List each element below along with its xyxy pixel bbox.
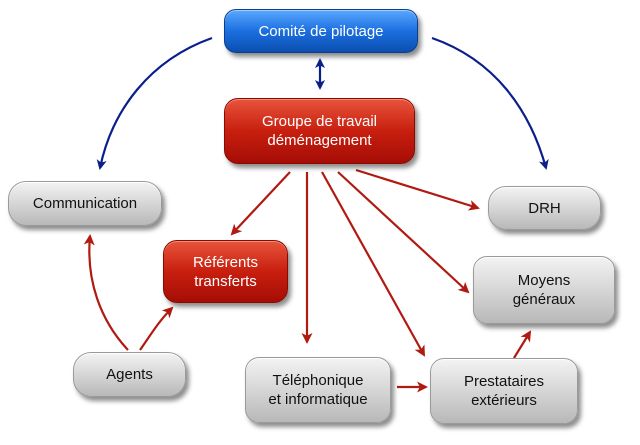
node-telephonique-informatique: Téléphonique et informatique <box>245 357 391 423</box>
node-prestataires-line2: extérieurs <box>471 392 537 409</box>
node-prestataires-line1: Prestataires <box>463 373 545 390</box>
node-referents-transferts: Référents transferts <box>163 240 288 303</box>
node-groupe-de-travail: Groupe de travail déménagement <box>224 98 415 164</box>
node-drh: DRH <box>488 186 601 230</box>
node-groupe-line2: déménagement <box>267 132 372 149</box>
node-comite-label: Comité de pilotage <box>258 22 384 40</box>
node-prestataires-exterieurs: Prestataires extérieurs <box>430 358 578 424</box>
arrow-agents-to-referents <box>139 306 174 351</box>
node-communication: Communication <box>8 181 162 226</box>
node-groupe-line1: Groupe de travail <box>261 113 378 130</box>
node-telephonique-line1: Téléphonique <box>272 372 364 389</box>
node-drh-label: DRH <box>528 199 561 217</box>
node-comite-de-pilotage: Comité de pilotage <box>224 9 418 53</box>
node-moyens-line2: généraux <box>512 291 576 308</box>
arrow-groupe-to-prestataires <box>321 171 425 357</box>
node-moyens-generaux: Moyens généraux <box>473 256 615 324</box>
arrow-comite-to-communication <box>96 36 213 170</box>
node-communication-label: Communication <box>32 195 138 212</box>
node-agents: Agents <box>73 352 186 397</box>
arrow-agents-to-communication <box>83 234 129 351</box>
arrow-groupe-to-drh <box>355 168 480 211</box>
node-moyens-line1: Moyens <box>517 272 571 289</box>
arrow-groupe-to-moyens <box>337 171 470 294</box>
node-agents-label: Agents <box>106 366 153 383</box>
arrow-groupe-to-referents <box>230 171 291 236</box>
arrow-comite-to-drh <box>431 36 549 170</box>
node-referents-line1: Référents <box>192 253 259 271</box>
node-referents-line2: transferts <box>194 272 257 290</box>
node-telephonique-line2: et informatique <box>268 391 368 408</box>
arrow-prestataires-to-moyens <box>513 330 532 359</box>
